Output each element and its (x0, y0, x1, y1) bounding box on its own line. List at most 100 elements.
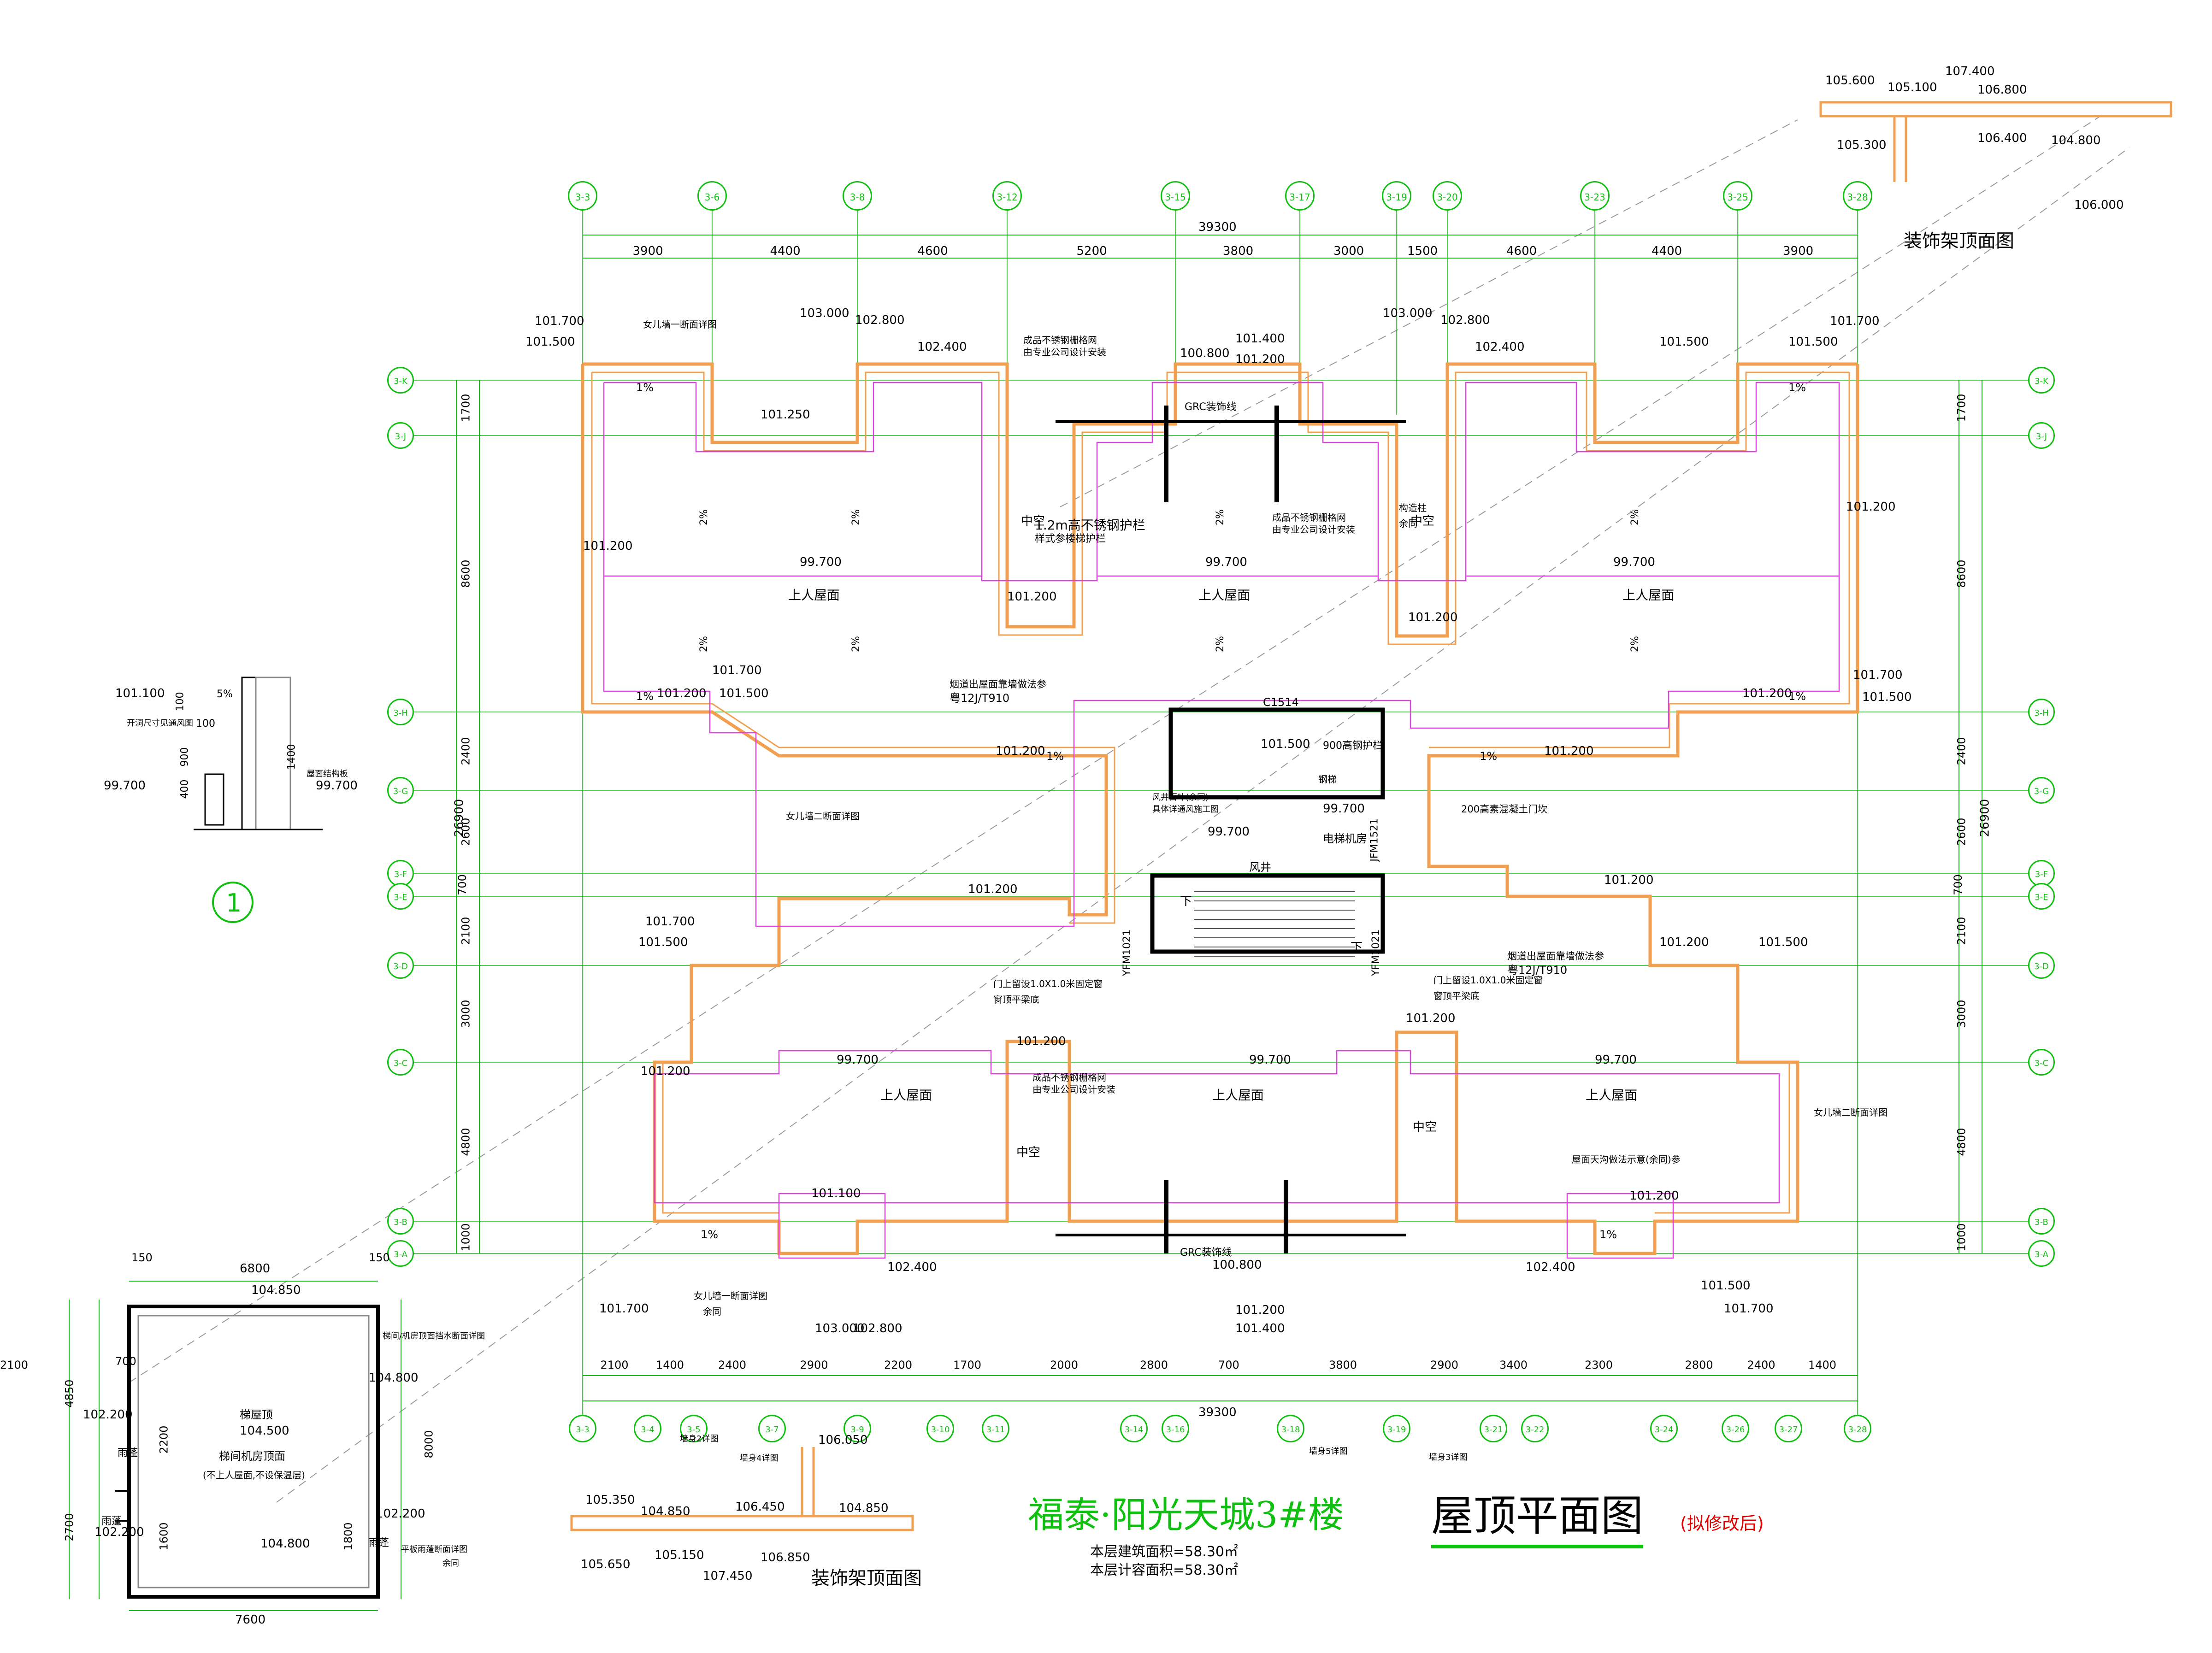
column-note-l2: 余同 (1399, 518, 1417, 529)
dim-side-bay-right: 1000 (1955, 1223, 1968, 1252)
chimney-note-2-l1: 烟道出屋面靠墙做法参 (1507, 951, 1604, 962)
axis-bubble-left: 3-C (387, 1049, 414, 1076)
axis-bubble-top: 3-19 (1382, 181, 1411, 211)
elev-1012-i: 101.200 (968, 882, 1018, 896)
dim-side-bay-right: 4800 (1955, 1127, 1968, 1156)
dim-total-bottom: 39300 (1198, 1406, 1237, 1419)
elev-1024-b: 102.400 (1475, 340, 1525, 354)
detail-1-note2: 屋面结构板 (307, 769, 348, 779)
roof-label-bm: 上人屋面 (1212, 1088, 1264, 1103)
elev-1017-c: 101.700 (712, 664, 762, 677)
stair-treads (1194, 891, 1355, 957)
axis-bubble-bottom: 3-3 (569, 1415, 596, 1442)
grc-bottom: GRC装饰线 (1180, 1247, 1232, 1259)
detail-1-number: 1 (226, 888, 242, 918)
stair-down-2: 下 (1351, 941, 1363, 954)
elev-1012-o: 101.200 (1629, 1189, 1679, 1203)
elev-1015-b: 101.500 (1788, 335, 1838, 349)
door-note-right: 门上留设1.0X1.0米固定窗 窗顶平梁底 (1433, 972, 1543, 1004)
stair-roof-elev-l2: 102.200 (94, 1525, 144, 1539)
slope-2pct-c: 2% (1214, 509, 1226, 525)
wall4-ref: 墙身4详图 (740, 1453, 779, 1463)
detail-1-d1400: 1400 (286, 744, 298, 770)
dim-side-bay-left: 1000 (459, 1223, 472, 1252)
elev-1012-q: 101.200 (1235, 1303, 1285, 1317)
dim-side-bay-right: 8600 (1955, 559, 1968, 588)
elev-997-d: 99.700 (837, 1053, 879, 1067)
stair-roof-canopy-2: 雨蓬 (101, 1516, 122, 1527)
decor-top-elev: 106.400 (1977, 131, 2027, 145)
dim-side-bay-right: 2600 (1955, 818, 1968, 846)
ditch-note: 屋面天沟做法示意(余同)参 (1572, 1154, 1681, 1165)
elev-997-c: 99.700 (1613, 555, 1655, 569)
area-calc: 本层计容面积=58.30㎡ (1090, 1562, 1239, 1578)
decor-top-elev: 104.800 (2051, 134, 2101, 147)
dim-side-bay-right: 3000 (1955, 1000, 1968, 1028)
elev-997-core-2: 99.700 (1208, 825, 1250, 839)
axis-bubble-top: 3-15 (1161, 181, 1190, 211)
detail-1-d100b: 100 (196, 718, 215, 729)
axis-bubble-left: 3-E (387, 883, 414, 910)
axis-bubble-right: 3-C (2028, 1049, 2055, 1076)
axis-bubble-bottom: 3-18 (1277, 1415, 1304, 1442)
axis-bubble-left: 3-B (387, 1208, 414, 1235)
slope-1pct-a: 1% (636, 381, 654, 394)
detail-1-elev1: 101.100 (115, 687, 165, 700)
elev-1012-j: 101.200 (1604, 873, 1654, 887)
dim-bottom-bay: 2800 (1140, 1359, 1168, 1371)
stair-roof-name2: 梯间机房顶面 (219, 1450, 285, 1463)
detail-1-pct: 5% (217, 688, 233, 700)
dim-bottom-bay: 700 (1218, 1359, 1239, 1371)
detail-1-d100: 100 (174, 692, 186, 712)
decor-bottom-elev: 106.050 (818, 1433, 868, 1447)
axis-bubble-left: 3-D (387, 952, 414, 979)
axis-bubble-bottom: 3-10 (926, 1415, 954, 1442)
guardrail-note-top: 成品不锈钢栅格网 由专业公司设计安装 (1023, 334, 1106, 358)
axis-bubble-top: 3-6 (697, 181, 727, 211)
decor-bottom-elev: 106.850 (761, 1551, 810, 1565)
stair-roof-width: 6800 (240, 1262, 271, 1276)
void-label-4: 中空 (1413, 1120, 1437, 1134)
dim-bottom-bay: 2900 (800, 1359, 828, 1371)
axis-bubble-right: 3-A (2028, 1240, 2055, 1267)
vent-note-l1: 风井百叶(余同) (1152, 793, 1209, 802)
door-note-left-l1: 门上留设1.0X1.0米固定窗 (993, 978, 1103, 989)
stair-roof-width2: 7600 (235, 1613, 266, 1627)
project-title: 福泰·阳光天城3#楼 (1028, 1494, 1344, 1536)
handrail-note-l2: 样式参楼梯护栏 (1035, 533, 1106, 545)
yfm-label-right: YFM1021 (1370, 929, 1382, 977)
stair-roof-name3: (不上人屋面,不设保温层) (203, 1470, 305, 1481)
roof-label-mid: 上人屋面 (1198, 588, 1251, 603)
vent-note: 风井百叶(余同) 具体详通风施工图 (1152, 792, 1219, 816)
guardrail-note-bot-l1: 成品不锈钢栅格网 (1032, 1072, 1106, 1083)
stair-roof-ref1: 梯间/机房顶面挡水断面详图 (383, 1331, 485, 1341)
axis-bubble-top: 3-12 (992, 181, 1022, 211)
stair-roof-dim-700: 700 (115, 1355, 136, 1368)
roof-boundaries (603, 382, 1840, 1259)
axis-bubble-bottom: 3-4 (634, 1415, 661, 1442)
detail-1-elev2: 99.700 (104, 779, 146, 793)
parapet1-note-bot: 女儿墙一断面详图 余同 (694, 1288, 767, 1319)
axis-bubble-bottom: 3-24 (1650, 1415, 1678, 1442)
slope-1pct-d: 1% (1480, 750, 1498, 763)
slope-2pct-g: 2% (1214, 636, 1226, 652)
dim-top-bay: 3800 (1223, 244, 1254, 258)
column-note-l1: 构造柱 (1399, 502, 1427, 513)
elev-1008-b: 100.800 (1212, 1258, 1262, 1272)
stair-roof-elev-r: 102.200 (376, 1507, 425, 1521)
decor-bottom-elev: 104.850 (839, 1501, 889, 1515)
void-label-2: 中空 (1410, 514, 1435, 528)
axis-bubble-bottom: 3-27 (1775, 1415, 1802, 1442)
axis-bubble-left: 3-F (387, 860, 414, 887)
axis-bubble-bottom: 3-9 (844, 1415, 871, 1442)
roof-label-left: 上人屋面 (788, 588, 840, 603)
elev-1024-a: 102.400 (917, 340, 967, 354)
stair-roof-box (69, 1281, 401, 1611)
elev-1017-e: 101.700 (645, 915, 695, 929)
parapet2-note-left: 女儿墙二断面详图 (786, 811, 860, 822)
elev-1011: 101.100 (811, 1187, 861, 1200)
decor-top-elev: 106.000 (2074, 198, 2124, 212)
stair-down-1: 下 (1180, 894, 1192, 908)
dim-bottom-bay: 2300 (1585, 1359, 1613, 1371)
